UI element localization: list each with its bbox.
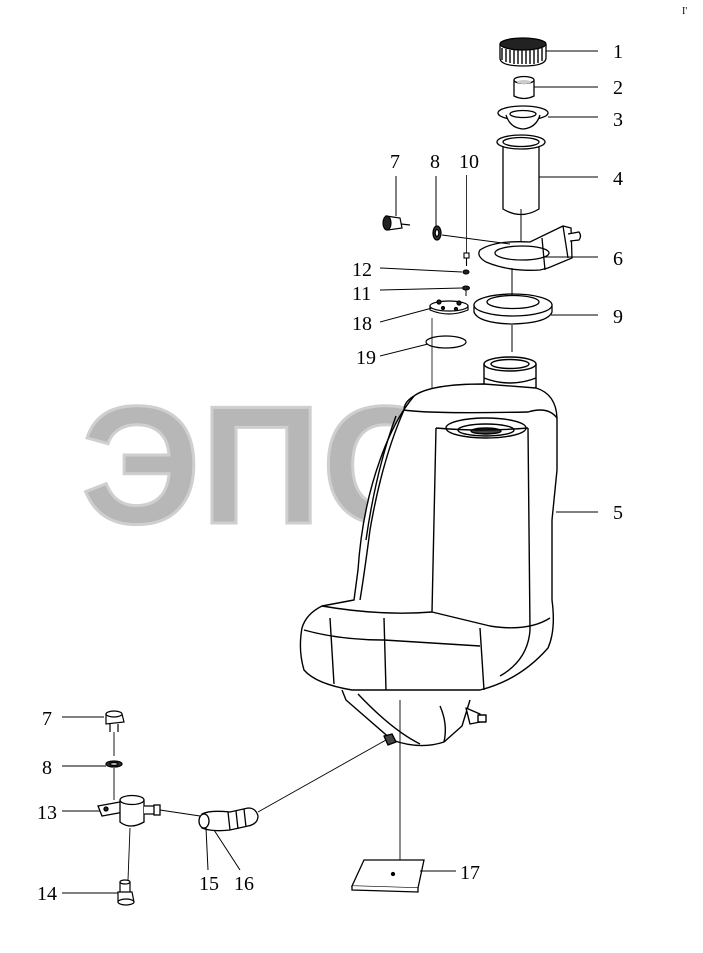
valve-body-13	[97, 794, 201, 881]
callout-12: 12	[352, 259, 372, 281]
washer-8-bottom	[105, 760, 123, 800]
pad-17	[350, 859, 425, 893]
screw-10	[463, 175, 470, 266]
callout-8-bottom: 8	[42, 757, 52, 779]
callout-10: 10	[459, 151, 479, 173]
callout-2: 2	[613, 77, 623, 99]
callout-11: 11	[352, 283, 371, 305]
bolt-7-top	[382, 215, 411, 231]
callout-9: 9	[613, 306, 623, 328]
washer-8-top	[432, 225, 442, 241]
callout-8-top: 8	[430, 151, 440, 173]
fuel-hose	[198, 739, 387, 832]
callout-labels: 1 2 3 4 5 6 7 8 10 12 11 18 19 9 7 8 13 …	[37, 41, 623, 905]
callout-7-bottom: 7	[42, 708, 52, 730]
callout-17: 17	[460, 862, 480, 884]
bolt-14	[117, 879, 135, 906]
callout-4: 4	[613, 168, 623, 190]
fuel-tank	[299, 356, 558, 860]
callout-14: 14	[37, 883, 57, 905]
flange-ring	[473, 268, 553, 352]
strainer	[497, 105, 549, 130]
callout-3: 3	[613, 109, 623, 131]
callout-15: 15	[199, 873, 219, 895]
filler-cap	[499, 37, 547, 67]
callout-19: 19	[356, 347, 376, 369]
callout-18: 18	[352, 313, 372, 335]
leader-lines	[62, 50, 598, 894]
callout-13: 13	[37, 802, 57, 824]
callout-1: 1	[613, 41, 623, 63]
callout-16: 16	[234, 873, 254, 895]
sleeve	[513, 75, 535, 100]
washer-11	[462, 285, 470, 296]
filler-neck	[496, 134, 546, 244]
bolt-7-bottom	[105, 710, 125, 756]
callout-7-top: 7	[390, 151, 400, 173]
callout-5: 5	[613, 502, 623, 524]
spring-washer-12	[462, 269, 470, 275]
leader-line	[441, 234, 511, 245]
corner-mark: I'	[682, 6, 687, 17]
sender-plate-18	[429, 299, 469, 315]
bracket	[478, 225, 582, 271]
callout-6: 6	[613, 248, 623, 270]
